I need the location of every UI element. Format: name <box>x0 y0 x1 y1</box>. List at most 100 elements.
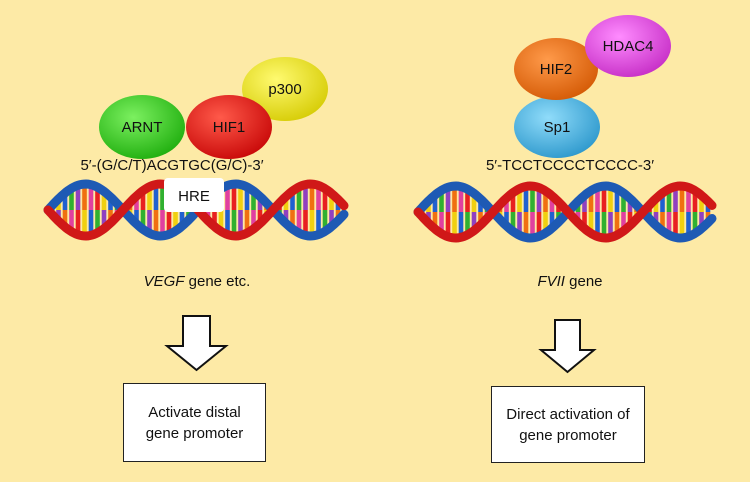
outcome-left-line2: gene promoter <box>145 424 244 442</box>
dna-base-pair <box>153 184 159 210</box>
dna-base-pair <box>621 193 626 212</box>
protein-hif1: HIF1 <box>186 95 272 159</box>
dna-base-pair <box>465 189 470 212</box>
dna-base-pair <box>153 210 159 236</box>
dna-base-pair <box>283 210 289 224</box>
dna-base-pair <box>160 210 165 236</box>
dna-base-pair <box>504 212 509 226</box>
sequence-left: 5′-(G/C/T)ACGTGC(G/C)-3′ <box>80 157 263 174</box>
dna-base-pair <box>471 193 477 212</box>
dna-base-pair <box>134 210 139 224</box>
dna-base-pair <box>166 210 172 235</box>
dna-base-pair <box>458 186 464 212</box>
dna-base-pair <box>251 191 256 210</box>
gene-name-right: FVII <box>537 273 565 290</box>
dna-base-pair <box>251 210 256 229</box>
gene-suffix-left: gene etc. <box>184 273 251 290</box>
down-arrow-right <box>538 319 597 374</box>
dna-base-pair <box>101 191 107 210</box>
dna-base-pair <box>95 210 100 233</box>
dna-base-pair <box>608 212 613 238</box>
dna-base-pair <box>601 186 607 212</box>
dna-base-pair <box>322 188 328 210</box>
dna-base-pair <box>549 195 555 212</box>
protein-hdac4-label: HDAC4 <box>603 38 654 55</box>
dna-base-pair <box>588 190 594 212</box>
dna-base-pair <box>692 190 698 212</box>
dna-base-pair <box>147 210 152 234</box>
dna-base-pair <box>699 195 704 212</box>
dna-base-pair <box>160 184 165 210</box>
dna-base-pair <box>452 186 457 212</box>
dna-base-pair <box>699 212 704 229</box>
dna-base-pair <box>679 212 685 238</box>
outcome-box-left: Activate distal gene promoter <box>123 383 266 462</box>
dna-base-pair <box>283 196 289 210</box>
dna-base-pair <box>686 212 691 237</box>
dna-base-pair <box>666 212 672 236</box>
dna-base-pair <box>62 210 68 227</box>
dna-base-pair <box>244 210 250 234</box>
dna-base-pair <box>686 187 691 212</box>
dna-base-pair <box>504 198 509 212</box>
dna-base-pair <box>257 196 263 210</box>
dna-base-pair <box>225 210 230 235</box>
hre-element: HRE <box>164 178 224 212</box>
dna-base-pair <box>536 187 542 212</box>
dna-base-pair <box>173 210 178 232</box>
dna-base-pair <box>627 212 633 226</box>
dna-base-pair <box>439 212 444 234</box>
dna-helix-right <box>413 181 717 243</box>
dna-base-pair <box>614 212 620 236</box>
dna-base-pair <box>140 210 146 230</box>
dna-base-pair <box>478 212 483 225</box>
outcome-box-right: Direct activation of gene promoter <box>491 386 645 463</box>
protein-hif1-label: HIF1 <box>213 119 246 136</box>
dna-base-pair <box>536 212 542 237</box>
dna-base-pair <box>108 197 113 210</box>
gene-label-right: FVII gene <box>500 273 640 290</box>
dna-base-pair <box>329 210 334 227</box>
dna-base-pair <box>660 193 665 212</box>
dna-base-pair <box>471 212 477 231</box>
dna-base-pair <box>523 186 529 212</box>
protein-p300-label: p300 <box>268 81 301 98</box>
dna-base-pair <box>614 188 620 212</box>
dna-base-pair <box>445 187 451 212</box>
dna-base-pair <box>101 210 107 229</box>
dna-base-pair <box>290 210 295 229</box>
dna-base-pair <box>329 193 334 210</box>
dna-base-pair <box>510 212 516 232</box>
protein-sp1: Sp1 <box>514 96 600 158</box>
dna-base-pair <box>88 210 94 236</box>
dna-base-pair <box>621 212 626 231</box>
dna-base-pair <box>517 212 522 236</box>
dna-base-pair <box>309 210 315 236</box>
dna-base-pair <box>660 212 665 231</box>
dna-base-pair <box>595 212 600 237</box>
down-arrow-left <box>164 315 229 372</box>
gene-name-left: VEGF <box>143 273 185 290</box>
dna-base-pair <box>218 210 224 232</box>
dna-base-pair <box>316 185 321 210</box>
dna-base-pair <box>666 188 672 212</box>
dna-base-pair <box>653 198 659 212</box>
dna-base-pair <box>692 212 698 234</box>
dna-base-pair <box>62 193 68 210</box>
outcome-right-line2: gene promoter <box>519 426 617 444</box>
dna-base-pair <box>510 192 516 212</box>
dna-base-pair <box>309 184 315 210</box>
dna-base-pair <box>523 212 529 238</box>
dna-base-pair <box>69 210 74 232</box>
dna-base-pair <box>290 191 295 210</box>
dna-base-pair <box>95 187 100 210</box>
dna-base-pair <box>601 212 607 238</box>
dna-base-pair <box>257 210 263 224</box>
gene-label-left: VEGF gene etc. <box>106 273 288 290</box>
dna-base-pair <box>322 210 328 232</box>
gene-suffix-right: gene <box>564 273 603 290</box>
dna-base-pair <box>439 190 444 212</box>
protein-p300: p300 <box>242 57 328 121</box>
dna-base-pair <box>75 210 81 235</box>
